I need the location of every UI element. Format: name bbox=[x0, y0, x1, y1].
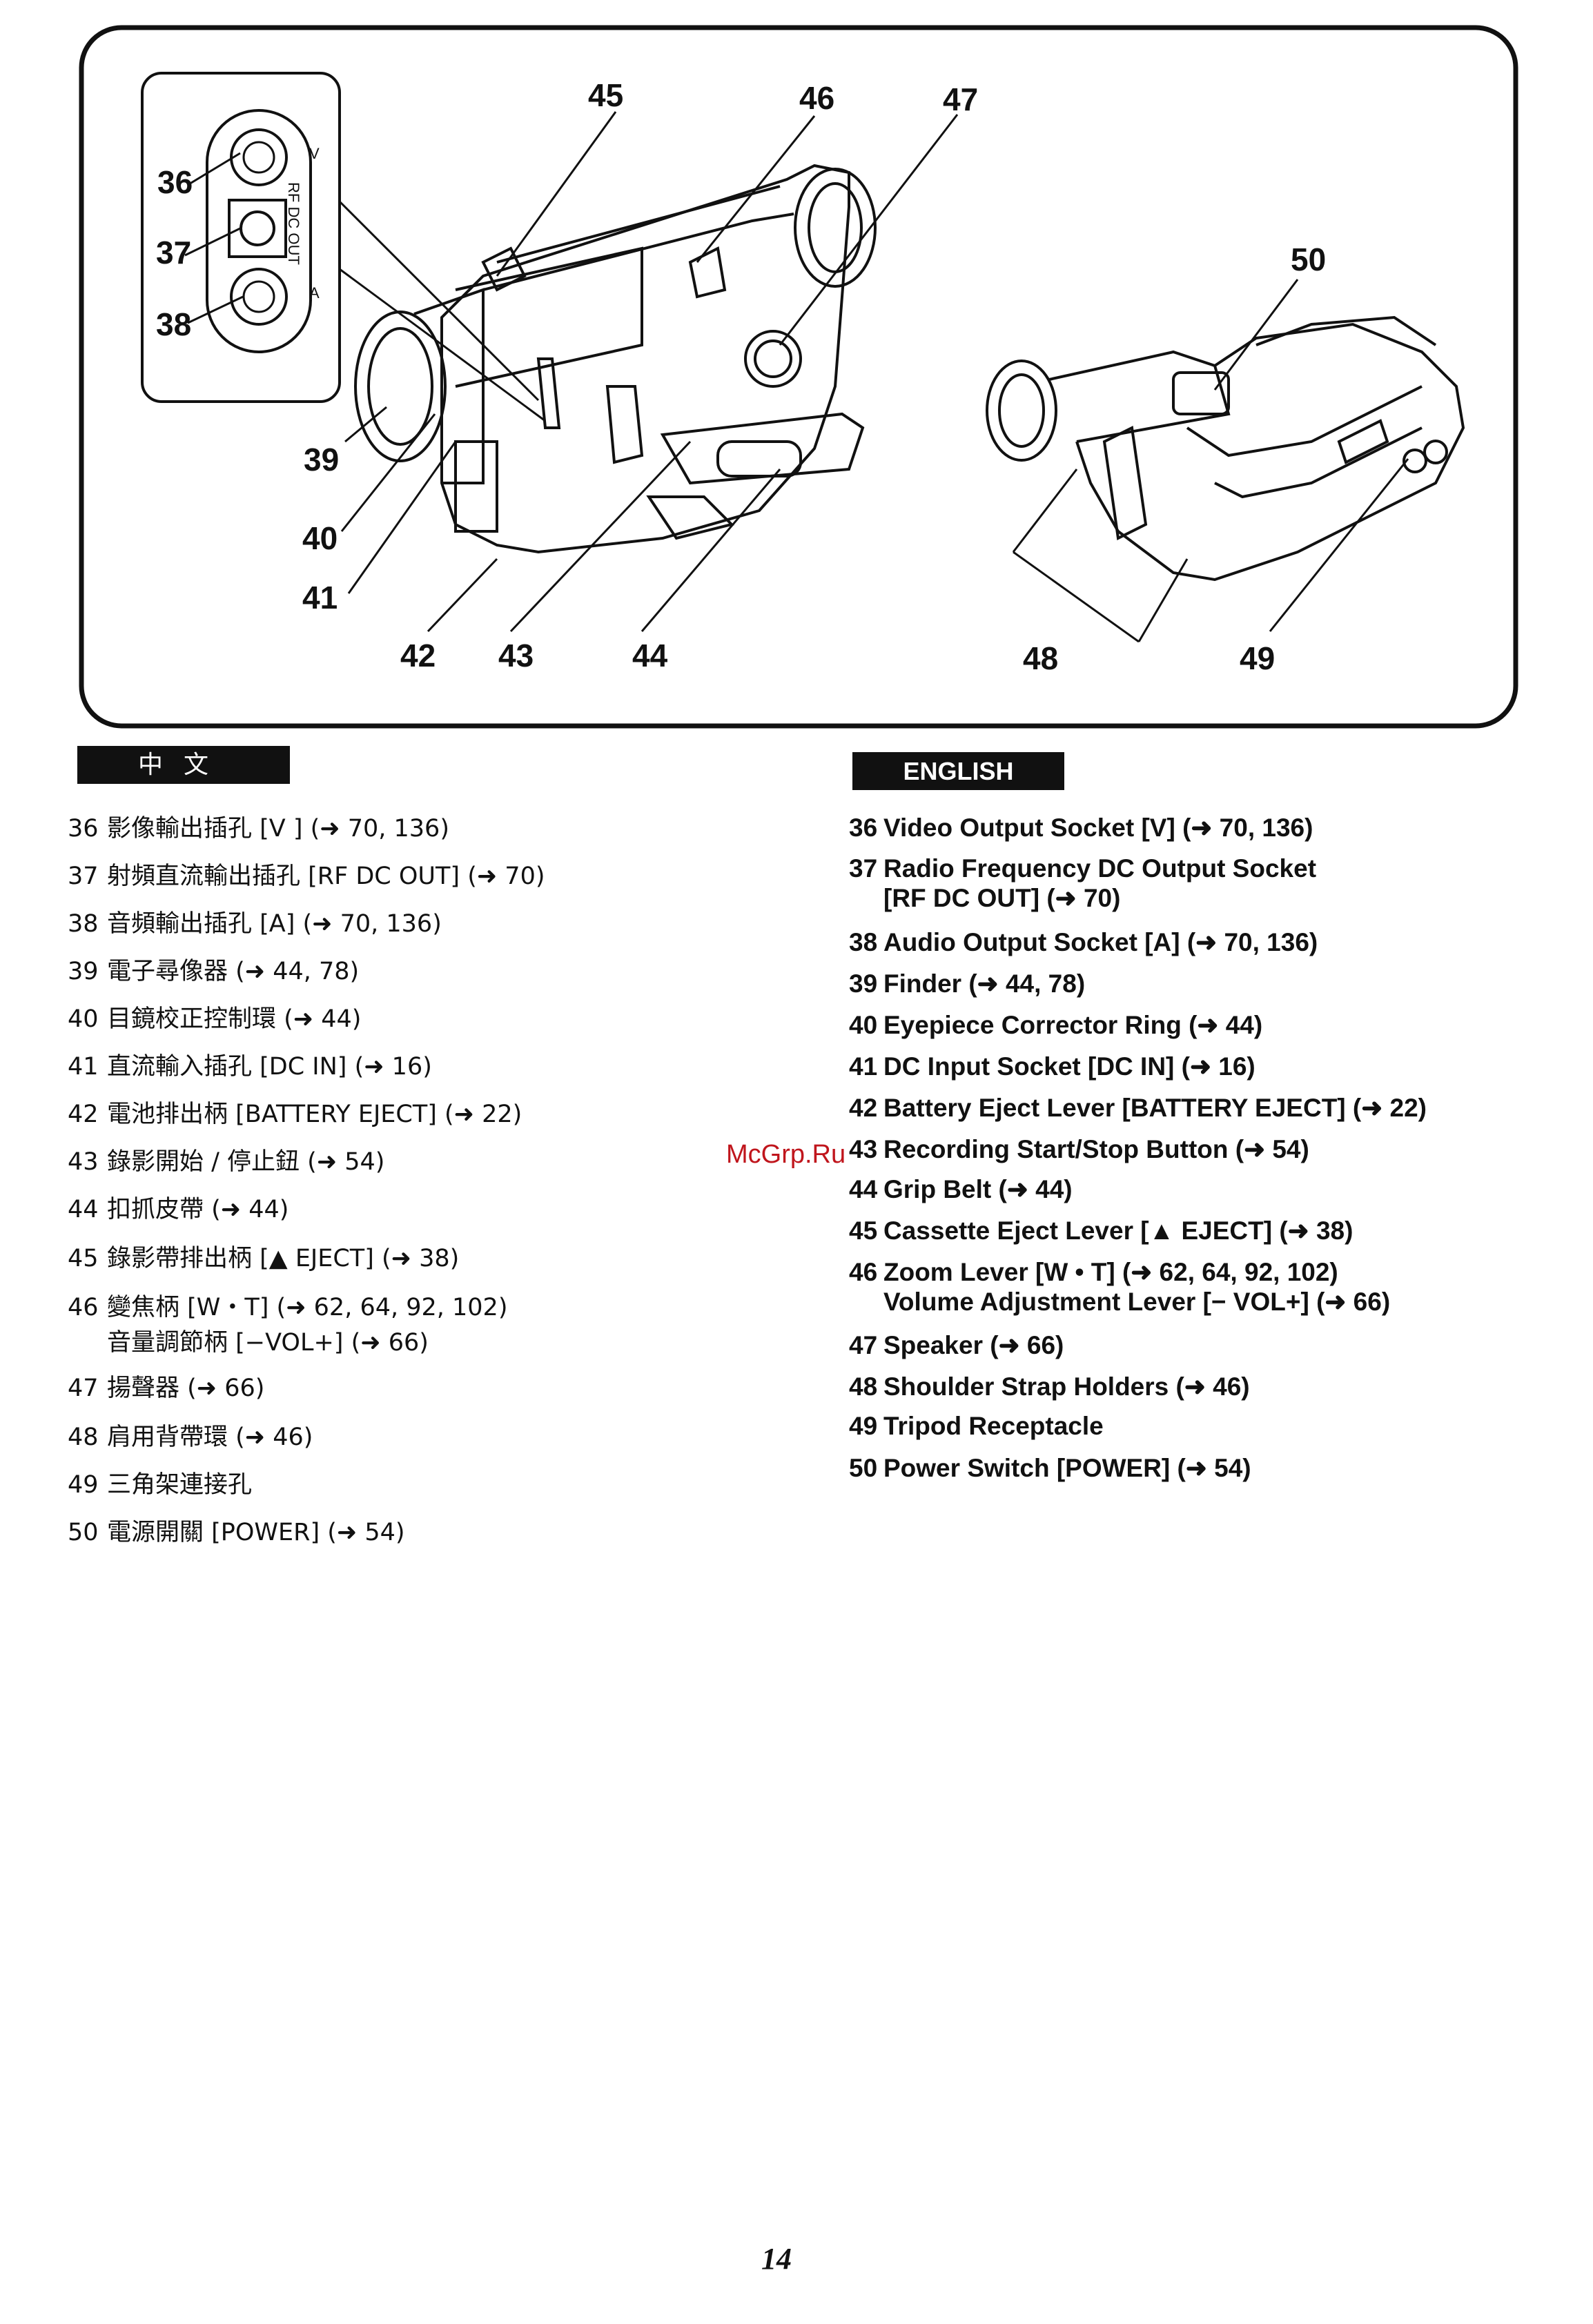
callout-38: 38 bbox=[156, 306, 191, 342]
item-text-continuation: Volume Adjustment Lever [− VOL+] (➜ 66) bbox=[883, 1288, 1391, 1316]
rf-socket-icon bbox=[240, 210, 275, 246]
item-text: Zoom Lever [W • T] (➜ 62, 64, 92, 102) bbox=[883, 1258, 1338, 1286]
a-label: A bbox=[309, 284, 320, 302]
callout-50: 50 bbox=[1291, 242, 1326, 277]
audio-socket-icon bbox=[230, 268, 288, 326]
figure-frame bbox=[79, 25, 1518, 729]
item-text: DC Input Socket [DC IN] (➜ 16) bbox=[883, 1052, 1255, 1081]
item-text: 變焦柄 [W・T] (➜ 62, 64, 92, 102) bbox=[107, 1294, 508, 1321]
item-text: Eyepiece Corrector Ring (➜ 44) bbox=[883, 1011, 1263, 1039]
rf-dc-out-label: RF DC OUT bbox=[285, 182, 302, 265]
item-text: 錄影帶排出柄 [▲ EJECT] (➜ 38) bbox=[107, 1245, 460, 1272]
video-socket-icon bbox=[230, 128, 288, 186]
item-text: 電子尋像器 (➜ 44, 78) bbox=[107, 958, 360, 985]
item-text: 電池排出柄 [BATTERY EJECT] (➜ 22) bbox=[107, 1101, 522, 1128]
item-text: 電源開關 [POWER] (➜ 54) bbox=[107, 1519, 405, 1546]
item-text: Battery Eject Lever [BATTERY EJECT] (➜ 2… bbox=[883, 1094, 1427, 1122]
item-text: Recording Start/Stop Button (➜ 54) bbox=[883, 1135, 1309, 1163]
item-text-continuation: [RF DC OUT] (➜ 70) bbox=[883, 884, 1121, 912]
callout-37: 37 bbox=[156, 235, 191, 270]
item-text: 音頻輸出插孔 [A] (➜ 70, 136) bbox=[107, 910, 442, 938]
item-text: 扣抓皮帶 (➜ 44) bbox=[107, 1196, 289, 1223]
item-text: Shoulder Strap Holders (➜ 46) bbox=[883, 1372, 1250, 1401]
watermark: McGrp.Ru bbox=[726, 1140, 846, 1169]
item-text: Video Output Socket [V] (➜ 70, 136) bbox=[883, 814, 1313, 842]
item-text: 目鏡校正控制環 (➜ 44) bbox=[107, 1005, 362, 1033]
callout-49: 49 bbox=[1240, 640, 1275, 676]
item-text-continuation: 音量調節柄 [−VOL+] (➜ 66) bbox=[107, 1329, 429, 1357]
socket-panel: V A RF DC OUT bbox=[141, 72, 341, 403]
item-text: 揚聲器 (➜ 66) bbox=[107, 1375, 265, 1402]
item-text: Finder (➜ 44, 78) bbox=[883, 969, 1086, 998]
callout-44: 44 bbox=[632, 638, 668, 673]
item-text: 射頻直流輸出插孔 [RF DC OUT] (➜ 70) bbox=[107, 863, 545, 890]
chinese-section-header: 中文 bbox=[77, 746, 290, 784]
callout-40: 40 bbox=[302, 520, 338, 556]
item-text: Tripod Receptacle bbox=[883, 1412, 1104, 1440]
item-text: Speaker (➜ 66) bbox=[883, 1331, 1064, 1359]
callout-46: 46 bbox=[799, 80, 834, 116]
item-text: 三角架連接孔 bbox=[107, 1471, 253, 1499]
callout-41: 41 bbox=[302, 580, 338, 616]
item-text: Radio Frequency DC Output Socket bbox=[883, 854, 1317, 883]
item-text: 肩用背帶環 (➜ 46) bbox=[107, 1424, 313, 1451]
callout-42: 42 bbox=[400, 638, 436, 673]
callout-45: 45 bbox=[588, 77, 623, 113]
item-text: 直流輸入插孔 [DC IN] (➜ 16) bbox=[107, 1053, 432, 1081]
callout-43: 43 bbox=[498, 638, 534, 673]
item-text: Grip Belt (➜ 44) bbox=[883, 1175, 1073, 1203]
callout-47: 47 bbox=[943, 81, 978, 117]
camcorder-rear-view bbox=[986, 315, 1465, 582]
item-text: Power Switch [POWER] (➜ 54) bbox=[883, 1454, 1251, 1482]
callout-36: 36 bbox=[157, 164, 193, 200]
page-number: 14 bbox=[761, 2242, 792, 2276]
camcorder-diagram: V A RF DC OUT bbox=[79, 25, 1518, 729]
callout-39: 39 bbox=[304, 442, 339, 477]
camcorder-front-view bbox=[354, 164, 877, 554]
item-text: Cassette Eject Lever [▲ EJECT] (➜ 38) bbox=[883, 1217, 1353, 1245]
english-section-header: ENGLISH bbox=[852, 752, 1064, 790]
v-label: V bbox=[309, 145, 320, 162]
callout-48: 48 bbox=[1023, 640, 1058, 676]
item-text: 錄影開始 / 停止鈕 (➜ 54) bbox=[107, 1148, 385, 1176]
item-text: 影像輸出插孔 [V ] (➜ 70, 136) bbox=[107, 815, 449, 843]
item-text: Audio Output Socket [A] (➜ 70, 136) bbox=[883, 928, 1318, 956]
